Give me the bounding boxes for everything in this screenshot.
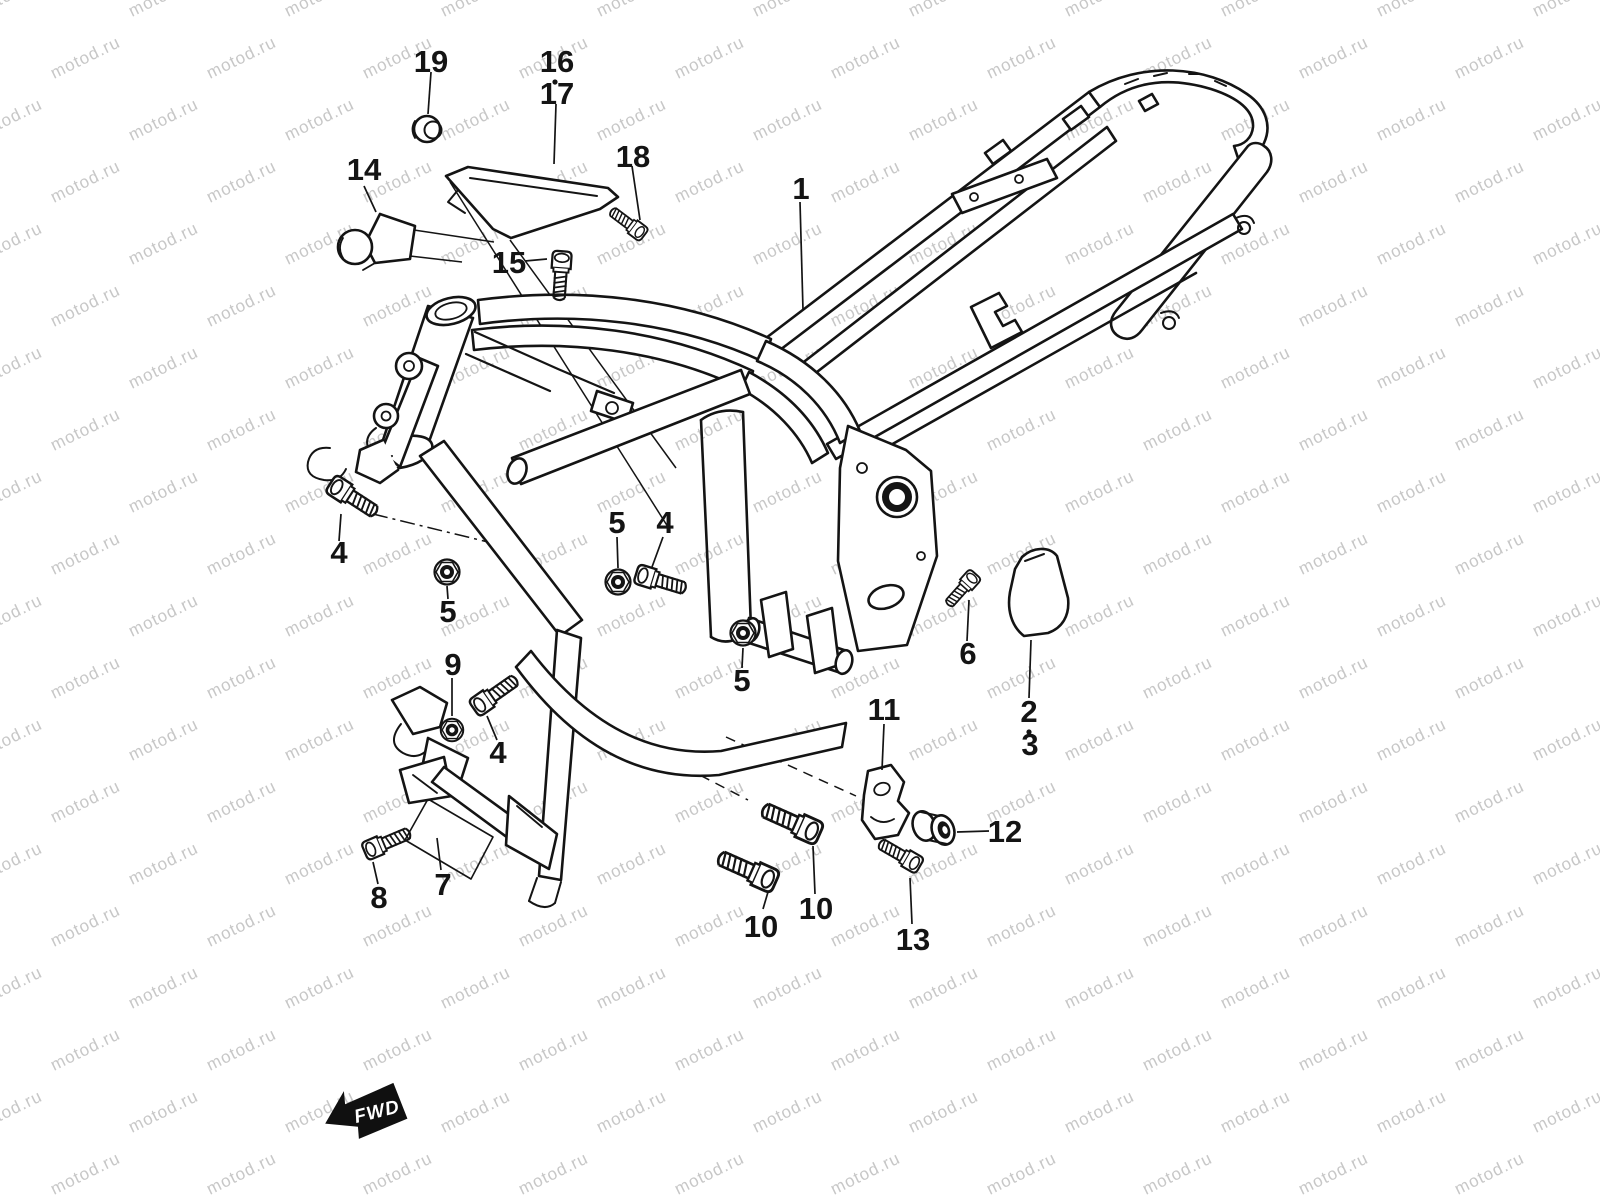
bolt-4b bbox=[632, 562, 690, 600]
callout-7: 7 bbox=[434, 867, 451, 902]
fwd-arrow: FWD bbox=[325, 1082, 408, 1139]
bolt-8 bbox=[359, 822, 415, 862]
callout-4b: 4 bbox=[656, 505, 674, 540]
bolt-18 bbox=[605, 203, 650, 243]
part-grommet-19 bbox=[411, 114, 443, 144]
callout-8: 8 bbox=[370, 880, 387, 915]
part-bushing-12 bbox=[911, 810, 956, 846]
callout-12: 12 bbox=[988, 814, 1022, 849]
callout-13: 13 bbox=[896, 922, 930, 957]
callout-15: 15 bbox=[492, 245, 526, 280]
callout-18: 18 bbox=[616, 139, 650, 174]
callout-10b: 10 bbox=[744, 909, 778, 944]
nut-5b bbox=[604, 568, 632, 596]
bolt-15 bbox=[548, 249, 573, 302]
callout-19: 19 bbox=[414, 44, 448, 79]
callout-3: 3 bbox=[1021, 727, 1038, 762]
fwd-arrow-shape bbox=[325, 1082, 408, 1139]
nut-9 bbox=[439, 717, 465, 743]
callout-4c: 4 bbox=[489, 735, 507, 770]
exploded-parts bbox=[336, 114, 1070, 880]
bolt-6 bbox=[941, 567, 983, 611]
callout-16: 16 bbox=[540, 44, 574, 79]
callout-1: 1 bbox=[792, 171, 809, 206]
callout-5b: 5 bbox=[608, 505, 625, 540]
bolt-10b bbox=[712, 844, 782, 895]
bolt-13 bbox=[874, 834, 926, 876]
part-plate-7 bbox=[398, 755, 559, 880]
callout-2: 2 bbox=[1020, 694, 1037, 729]
leader-lines bbox=[338, 71, 1032, 925]
callout-4a: 4 bbox=[330, 535, 348, 570]
part-frame-cover-2-3 bbox=[1007, 547, 1070, 638]
bolt-4a bbox=[323, 473, 383, 523]
bolt-4c bbox=[466, 669, 524, 719]
part-side-cover-16-17 bbox=[444, 165, 620, 240]
callout-9: 9 bbox=[444, 647, 461, 682]
callout-labels: 1 2 3 4 5 5 4 5 9 4 6 7 8 10 10 11 12 13… bbox=[330, 44, 1038, 957]
callout-6: 6 bbox=[959, 636, 976, 671]
callout-14: 14 bbox=[347, 152, 382, 187]
callout-5a: 5 bbox=[439, 594, 456, 629]
part-bracket-11 bbox=[860, 763, 911, 841]
callout-5c: 5 bbox=[733, 663, 750, 698]
nut-5c bbox=[729, 619, 757, 647]
part-bracket-14 bbox=[336, 212, 417, 271]
range-dot-2-3 bbox=[1026, 729, 1032, 735]
frame-body bbox=[306, 69, 1273, 908]
callout-10a: 10 bbox=[799, 891, 833, 926]
callout-11: 11 bbox=[868, 692, 901, 727]
bolt-10a bbox=[756, 796, 826, 847]
range-dot-16-17 bbox=[552, 79, 558, 85]
nut-5a bbox=[433, 558, 461, 586]
